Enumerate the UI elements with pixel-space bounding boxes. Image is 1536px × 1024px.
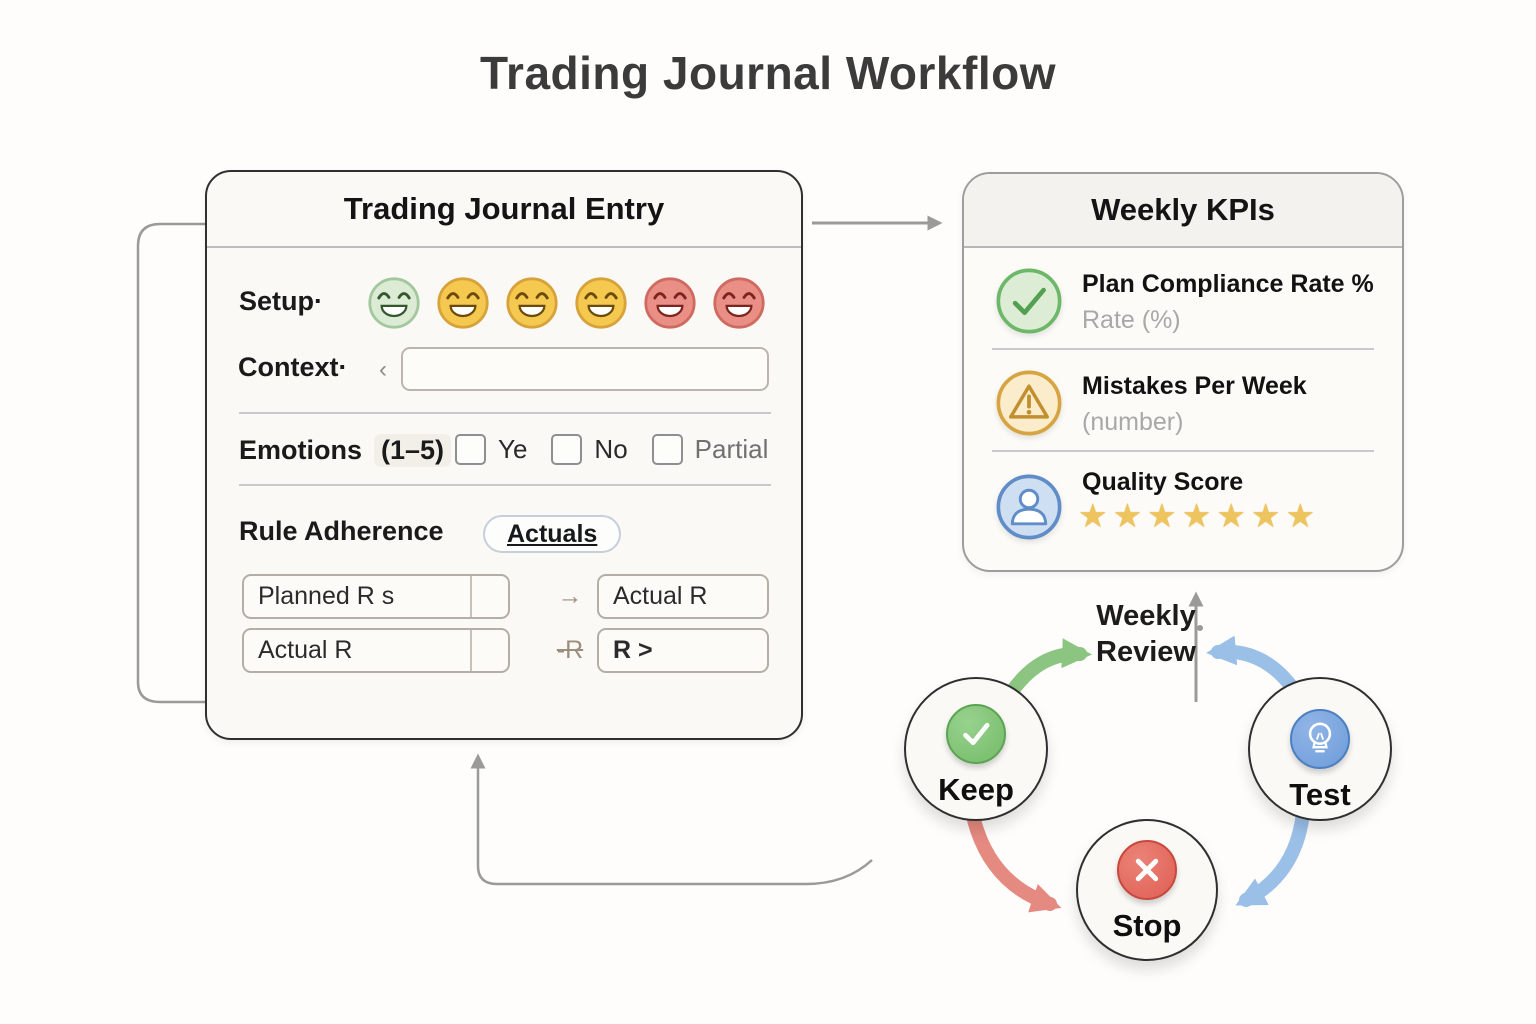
kpi-2-title: Mistakes Per Week	[1082, 372, 1307, 400]
kpi-3-title: Quality Score	[1082, 468, 1244, 496]
arrow-keep-to-stop	[967, 813, 1062, 913]
yes-checkbox[interactable]	[455, 434, 486, 465]
warning-triangle-icon	[994, 368, 1064, 438]
no-checkbox[interactable]	[551, 434, 583, 465]
kpi-1-subtitle: Rate (%)	[1082, 306, 1181, 334]
keep-node-label: Keep	[938, 772, 1014, 807]
partial-checkbox[interactable]	[651, 434, 683, 465]
rule-adherence-label: Rule Adherence	[239, 516, 444, 546]
test-node-label: Test	[1289, 777, 1351, 812]
weekly-review-line-2: Review	[1096, 636, 1196, 668]
planned-r-field-value: Planned R s	[258, 582, 395, 610]
weekly-kpis-card: Weekly KPIs Plan Compliance Rate % Rate …	[962, 172, 1404, 572]
actual-r-field-value: Actual R	[258, 636, 353, 664]
stop-node-label: Stop	[1112, 908, 1182, 943]
entry-divider-2	[239, 484, 771, 486]
field-spinner-divider	[470, 630, 472, 671]
context-label: Context·	[238, 352, 348, 382]
actuals-button[interactable]: Actuals	[483, 515, 622, 553]
context-input[interactable]	[401, 347, 769, 391]
weekly-review-line-1: Weekly	[1096, 600, 1196, 632]
page-title: Trading Journal Workflow	[480, 47, 1056, 99]
arrow-cycle-to-entry	[470, 753, 873, 886]
yes-checkbox-label: Ye	[498, 434, 528, 464]
field-spinner-divider	[470, 576, 472, 617]
entry-card-title: Trading Journal Entry	[207, 172, 801, 248]
emoji-face-5-red-icon[interactable]	[643, 276, 697, 330]
entry-divider-1	[239, 412, 771, 414]
keep-node: Keep	[904, 677, 1048, 821]
keep-check-icon	[946, 704, 1006, 764]
context-arrow-mark: ‹	[379, 356, 387, 383]
emoji-face-4-yellow-icon[interactable]	[574, 276, 628, 330]
actual-r-field[interactable]: Actual R	[242, 628, 510, 673]
check-circle-icon	[994, 266, 1064, 336]
kpi-card-title: Weekly KPIs	[964, 174, 1402, 248]
test-node: Test	[1248, 677, 1392, 821]
kpi-2-subtitle: (number)	[1082, 408, 1184, 436]
actual-r-result-value: Actual R	[613, 582, 708, 610]
field-arrow-2-icon: -R	[556, 636, 584, 664]
option-yes: Ye	[455, 434, 527, 465]
setup-emoji-rating	[367, 276, 766, 330]
stop-node: Stop	[1076, 819, 1218, 961]
emotions-options: Ye No Partial	[455, 434, 768, 465]
kpi-1-title: Plan Compliance Rate %	[1082, 270, 1374, 298]
planned-r-field[interactable]: Planned R s	[242, 574, 510, 619]
partial-checkbox-label: Partial	[694, 434, 769, 464]
stop-x-icon	[1117, 840, 1177, 900]
no-checkbox-label: No	[594, 434, 628, 464]
person-circle-icon	[994, 472, 1064, 542]
emoji-face-1-green-icon[interactable]	[367, 276, 421, 330]
emotions-scale-badge: (1–5)	[374, 434, 452, 467]
emoji-face-2-yellow-icon[interactable]	[436, 276, 490, 330]
kpi-divider-2	[992, 450, 1374, 452]
arrow-test-to-stop	[1235, 806, 1310, 907]
setup-label: Setup·	[239, 286, 323, 316]
option-partial: Partial	[651, 434, 769, 465]
emotions-label: Emotions	[239, 435, 363, 465]
kpi-divider-1	[992, 348, 1374, 350]
quality-score-stars: ★★★★★★★	[1078, 497, 1321, 534]
emoji-face-3-yellow-icon[interactable]	[505, 276, 559, 330]
r-compare-value: R >	[613, 636, 653, 664]
field-arrow-1-icon: →	[557, 582, 583, 610]
emoji-face-6-red-icon[interactable]	[712, 276, 766, 330]
option-no: No	[551, 434, 628, 465]
test-lightbulb-icon	[1290, 709, 1350, 769]
weekly-review-label: Weekly Review	[1058, 598, 1234, 670]
r-compare-field[interactable]: R >	[597, 628, 769, 673]
actual-r-result-field[interactable]: Actual R	[597, 574, 769, 619]
trading-journal-entry-card: Trading Journal Entry Setup· Context· ‹ …	[205, 170, 803, 740]
emotions-row: Emotions (1–5)	[239, 434, 452, 467]
